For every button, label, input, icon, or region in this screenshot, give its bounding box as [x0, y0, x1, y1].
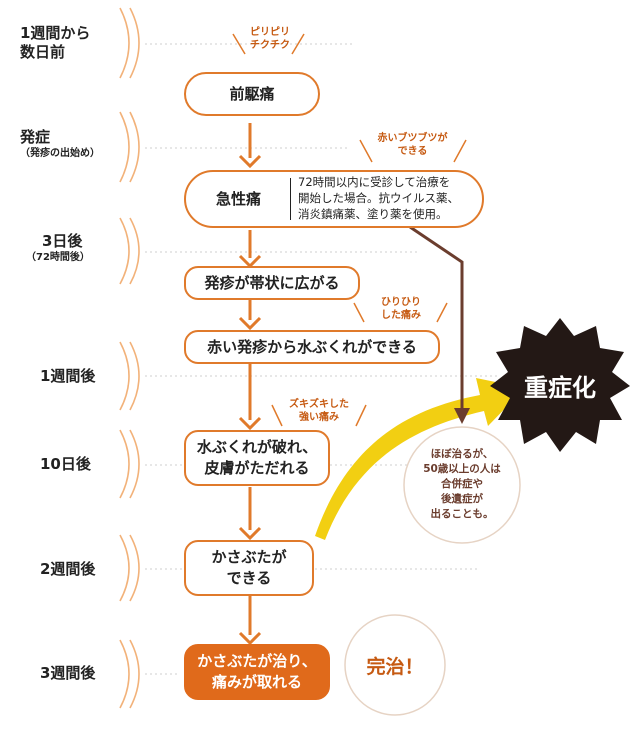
timeline-label-line: 数日前: [20, 43, 66, 61]
treatment-note-line: 72時間以内に受診して治療を: [298, 175, 451, 189]
stage-label: 水ぶくれが破れ、: [196, 438, 318, 456]
timeline-arc: [129, 217, 140, 285]
flow-arrowhead: [238, 526, 262, 541]
timeline-arc: [119, 429, 130, 499]
callout-line: できる: [397, 146, 428, 157]
callout-bracket: [271, 404, 283, 427]
timeline-label: 3週間後: [40, 664, 95, 683]
outcome-note-line: 50歳以上の人は: [423, 463, 501, 475]
stage-label: 赤い発疹から水ぶくれができる: [207, 337, 417, 356]
timeline-label: 2週間後: [40, 560, 95, 579]
callout-line: チクチク: [250, 40, 290, 51]
callout-stinging-pain: ひりひり した痛み: [358, 296, 444, 322]
timeline-sub-label: （72時間後）: [26, 252, 90, 263]
stage-label: できる: [226, 569, 272, 587]
callout-bracket: [436, 302, 448, 323]
severe-burst: [490, 318, 630, 452]
stage-label: 発疹が帯状に広がる: [204, 273, 340, 292]
callout-bracket: [453, 139, 467, 163]
outcome-note-line: 出ることも。: [430, 508, 494, 520]
callout-throbbing-pain: ズキズキした 強い痛み: [276, 398, 362, 424]
flow-arrowhead: [238, 316, 262, 331]
timeline-label-line: 10日後: [40, 455, 91, 473]
timeline-label-line: 3日後: [42, 232, 83, 250]
timeline-label-line: 1週間後: [40, 367, 96, 385]
timeline-arc: [119, 111, 130, 183]
stage-label: かさぶたが治り、: [197, 652, 317, 670]
stage-blisters-form: 赤い発疹から水ぶくれができる: [184, 330, 440, 364]
stage-label: 前駆痛: [229, 84, 275, 103]
callout-line: ピリピリ: [250, 27, 290, 38]
flow-arrowhead: [238, 631, 262, 646]
callout-line: 赤いブツブツが: [377, 133, 448, 144]
treatment-note-line: 消炎鎮痛薬、塗り薬を使用。: [298, 207, 448, 221]
callout-bracket: [353, 302, 365, 323]
acute-note-divider: [290, 178, 291, 220]
stage-rash-spreads: 発疹が帯状に広がる: [184, 266, 360, 300]
timeline-arc: [119, 534, 130, 602]
stage-prodromal-pain: 前駆痛: [184, 72, 320, 116]
callout-line: した痛み: [381, 310, 421, 321]
severe-label: 重症化: [524, 374, 596, 402]
timeline-arc: [119, 639, 130, 709]
timeline-label: 3日後 （72時間後）: [26, 232, 90, 264]
timeline-sub-label: （発疹の出始め）: [20, 148, 100, 159]
outcome-note-line: 後遺症が: [441, 493, 483, 505]
callout-line: ズキズキした: [289, 399, 349, 410]
timeline-arc: [119, 341, 130, 411]
timeline-label: 10日後: [40, 455, 91, 474]
flow-arrowheads: [238, 154, 262, 646]
treatment-note-line: 開始した場合。抗ウイルス薬、: [298, 191, 459, 205]
stage-label: かさぶたが: [211, 548, 287, 566]
timeline-arc: [119, 7, 130, 79]
stage-label: 皮膚がただれる: [204, 459, 310, 477]
timeline-arc: [129, 7, 140, 79]
flow-arrowhead: [238, 154, 262, 169]
timeline-arc: [129, 639, 140, 709]
brown-branch: [409, 225, 464, 412]
cured-label: 完治！: [366, 656, 424, 678]
outcome-note: ほぼ治るが、 50歳以上の人は 合併症や 後遺症が 出ることも。: [407, 447, 517, 522]
callout-red-bumps: 赤いブツブツが できる: [355, 132, 470, 158]
timeline-arc: [129, 534, 140, 602]
timeline-label: 発症 （発疹の出始め）: [20, 128, 100, 160]
callout-bracket: [291, 33, 305, 55]
stage-scabs-heal: かさぶたが治り、 痛みが取れる: [184, 644, 330, 700]
timeline-label: 1週間後: [40, 367, 95, 386]
stage-acute-pain: 急性痛: [184, 170, 484, 228]
timeline-label-line: 2週間後: [40, 560, 96, 578]
stage-label: 急性痛: [215, 189, 261, 208]
stage-label: 痛みが取れる: [211, 673, 302, 691]
callout-bracket: [359, 139, 373, 163]
callout-bracket: [232, 33, 246, 55]
callout-bracket: [355, 404, 367, 427]
callout-tingling: ピリピリ チクチク: [230, 26, 310, 52]
callout-line: ひりひり: [381, 297, 421, 308]
timeline-arcs: [119, 7, 140, 709]
brown-branch-arrowhead: [454, 408, 470, 424]
timeline-label-line: 発症: [20, 128, 51, 146]
timeline-label-line: 1週間から: [20, 24, 91, 42]
timeline-label-line: 3週間後: [40, 664, 96, 682]
stage-blisters-break: 水ぶくれが破れ、 皮膚がただれる: [184, 430, 330, 486]
flow-arrowhead: [238, 416, 262, 431]
callout-line: 強い痛み: [299, 412, 339, 423]
timeline-arc: [129, 111, 140, 183]
timeline-label: 1週間から 数日前: [20, 24, 90, 62]
treatment-note: 72時間以内に受診して治療を 開始した場合。抗ウイルス薬、 消炎鎮痛薬、塗り薬を…: [298, 174, 484, 222]
cured-circle: [344, 614, 446, 716]
stage-scabs-form: かさぶたが できる: [184, 540, 314, 596]
outcome-circle: [403, 426, 521, 544]
timeline-arc: [129, 429, 140, 499]
timeline-arc: [129, 341, 140, 411]
callout-brackets: [232, 33, 467, 427]
outcome-note-line: 合併症や: [441, 478, 483, 490]
timeline-arc: [119, 217, 130, 285]
outcome-note-line: ほぼ治るが、: [430, 448, 494, 460]
